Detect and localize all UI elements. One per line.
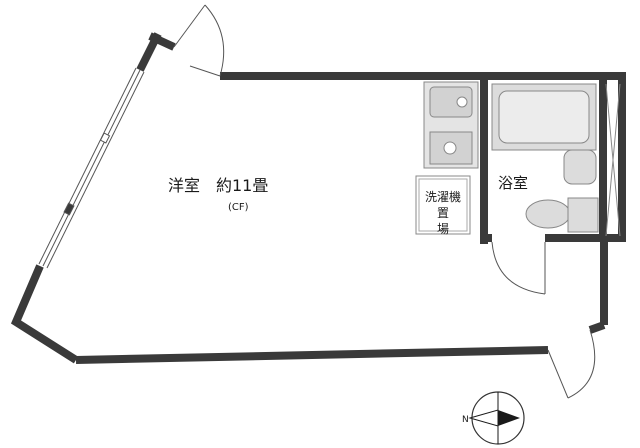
bathroom-label: 浴室 [498, 174, 529, 192]
entrance-door [547, 329, 596, 399]
stove-burner [443, 141, 457, 155]
washer-label-line1: 洗濯機 [424, 190, 461, 204]
compass: N [462, 391, 525, 445]
washer-label-line2: 置 場 [436, 206, 455, 236]
balcony-window [38, 67, 145, 269]
washer-pan [415, 175, 471, 235]
shower-divider-b [605, 83, 621, 237]
washer-pan-inner [418, 178, 468, 232]
walls [10, 32, 626, 364]
north-wall [220, 72, 626, 240]
south-wall [75, 346, 549, 364]
washer-label: 洗濯機 置 場 [418, 178, 468, 236]
toilet-bowl [525, 199, 571, 229]
kitchen-sink [429, 86, 473, 118]
bathroom-door [491, 241, 546, 295]
bathtub-basin [498, 90, 590, 144]
south-west-wall [10, 264, 79, 364]
sink-drain [456, 96, 468, 108]
compass-north-marker: N [462, 415, 469, 425]
toilet-tank [567, 197, 599, 233]
south-east-wall [588, 321, 606, 334]
north-west-stub [136, 32, 162, 72]
window-latch [99, 132, 111, 144]
window-mullion [63, 202, 75, 216]
main-room-label: 洋室 約11畳 [168, 176, 269, 195]
main-room-note: (CF) [228, 202, 249, 213]
bathroom-walls [480, 78, 626, 244]
balcony-door [173, 4, 225, 77]
bathroom-fixtures [491, 83, 621, 237]
washbasin [563, 149, 597, 185]
kitchen-counter [423, 81, 479, 169]
